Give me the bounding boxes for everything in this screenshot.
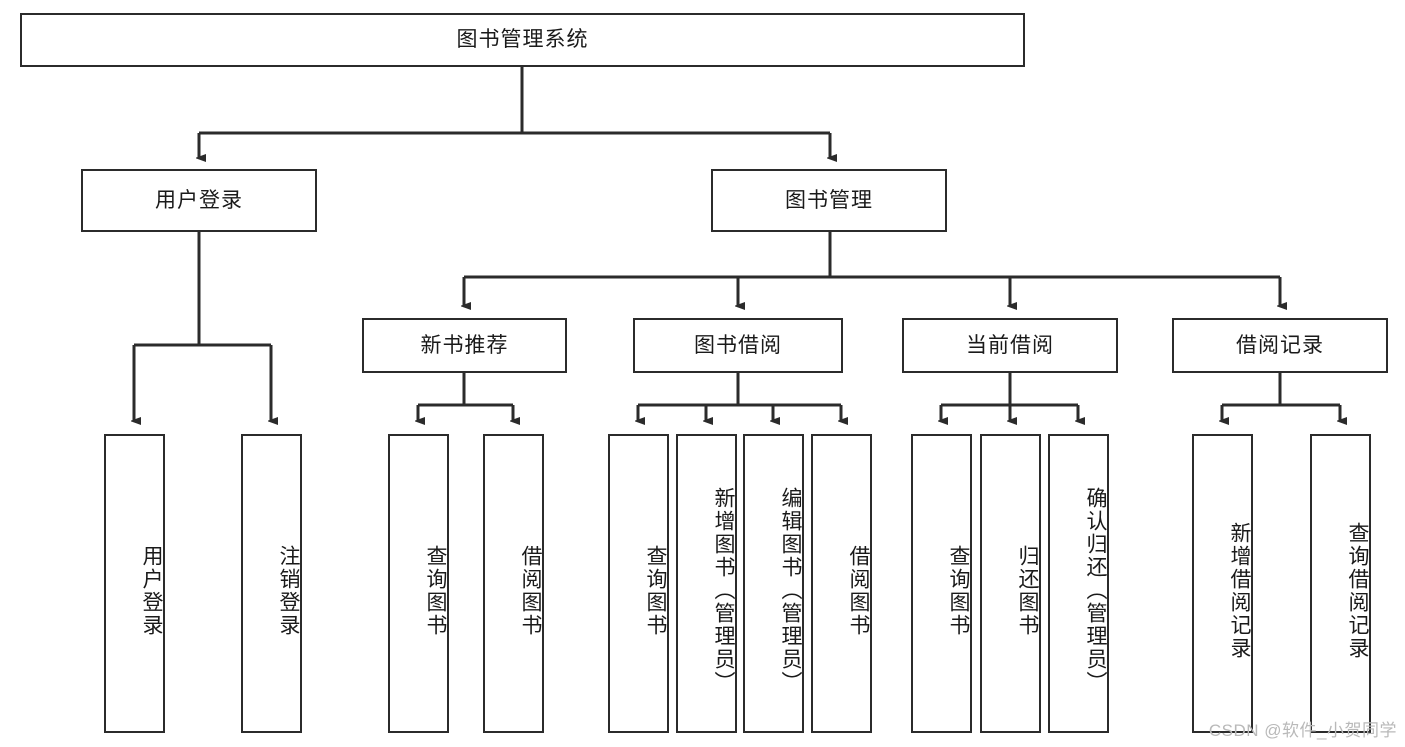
node-label: 确认归还（管理员） (1084, 487, 1107, 694)
leaf-record-query-record[interactable]: 查询借阅记录 (1310, 434, 1371, 733)
leaf-borrow-add-book-admin[interactable]: 新增图书（管理员） (676, 434, 737, 733)
node-label: 图书管理系统 (456, 28, 589, 52)
node-label: 用户登录 (140, 544, 163, 637)
node-label: 当前借阅 (966, 333, 1054, 357)
leaf-borrow-edit-book-admin[interactable]: 编辑图书（管理员） (743, 434, 804, 733)
node-label: 用户登录 (155, 188, 243, 212)
leaf-user-login-login[interactable]: 用户登录 (104, 434, 165, 733)
node-label: 注销登录 (277, 544, 300, 637)
node-label: 图书管理 (785, 188, 873, 212)
leaf-record-add-record[interactable]: 新增借阅记录 (1192, 434, 1253, 733)
node-book-management[interactable]: 图书管理 (711, 169, 947, 232)
node-label: 借阅图书 (847, 544, 870, 637)
node-label: 编辑图书（管理员） (779, 487, 802, 694)
node-label: 查询图书 (424, 544, 447, 637)
node-root-book-management-system[interactable]: 图书管理系统 (20, 13, 1025, 67)
node-user-login[interactable]: 用户登录 (81, 169, 317, 232)
leaf-current-return-books[interactable]: 归还图书 (980, 434, 1041, 733)
node-label: 新书推荐 (420, 333, 509, 357)
node-new-book-recommendation[interactable]: 新书推荐 (362, 318, 567, 373)
node-current-borrowing[interactable]: 当前借阅 (902, 318, 1118, 373)
leaf-current-query-books[interactable]: 查询图书 (911, 434, 972, 733)
leaf-borrow-borrow-books[interactable]: 借阅图书 (811, 434, 872, 733)
node-label: 新增图书（管理员） (712, 487, 735, 694)
node-label: 图书借阅 (694, 333, 782, 357)
leaf-user-login-logout[interactable]: 注销登录 (241, 434, 302, 733)
leaf-borrow-query-books[interactable]: 查询图书 (608, 434, 669, 733)
node-label: 借阅记录 (1236, 333, 1324, 357)
node-book-borrowing[interactable]: 图书借阅 (633, 318, 843, 373)
node-label: 查询图书 (947, 544, 970, 637)
node-label: 新增借阅记录 (1228, 521, 1251, 660)
node-label: 归还图书 (1016, 544, 1039, 637)
leaf-new-book-borrow-books[interactable]: 借阅图书 (483, 434, 544, 733)
node-borrowing-records[interactable]: 借阅记录 (1172, 318, 1388, 373)
leaf-new-book-query-books[interactable]: 查询图书 (388, 434, 449, 733)
node-label: 借阅图书 (519, 544, 542, 637)
leaf-current-confirm-return-admin[interactable]: 确认归还（管理员） (1048, 434, 1109, 733)
node-label: 查询图书 (644, 544, 667, 637)
node-label: 查询借阅记录 (1346, 521, 1369, 660)
